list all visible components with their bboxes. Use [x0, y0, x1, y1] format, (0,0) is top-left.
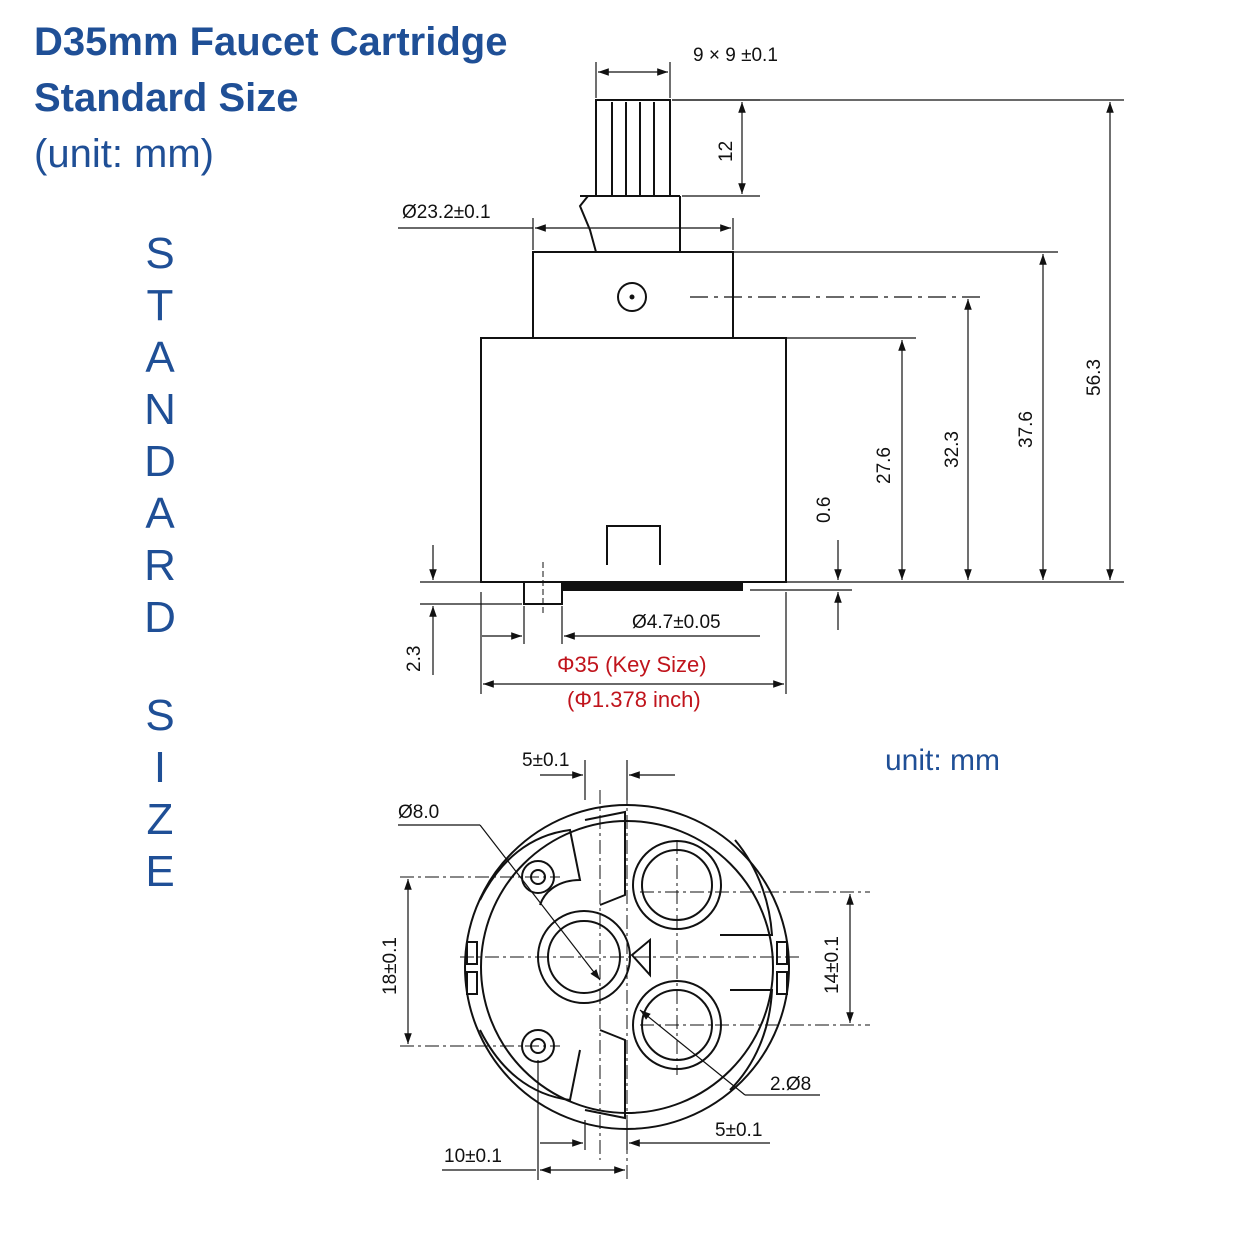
- dim-27-6-label: 27.6: [874, 447, 895, 484]
- title-line-1: D35mm Faucet Cartridge: [34, 20, 508, 64]
- stem-width-label: 9 × 9 ±0.1: [693, 45, 778, 66]
- letter: S: [145, 229, 175, 278]
- dim-18-label: 18±0.1: [380, 937, 401, 995]
- side-view-labels: 9 × 9 ±0.1 12 Ø23.2±0.1 56.3 37.6 32.3 2…: [402, 45, 1105, 712]
- dim-2-3-label: 2.3: [404, 646, 425, 672]
- body-diameter-label: Ø23.2±0.1: [402, 202, 491, 223]
- key-size-label: Φ35 (Key Size): [557, 652, 707, 677]
- dim-10-label: 10±0.1: [444, 1146, 502, 1167]
- letter: A: [145, 333, 175, 382]
- title-block: D35mm Faucet Cartridge Standard Size (un…: [34, 14, 507, 182]
- lower-body: [480, 337, 787, 583]
- title-line-2: Standard Size: [34, 76, 299, 120]
- unit-note: unit: mm: [885, 744, 1001, 777]
- letter: S: [145, 691, 175, 740]
- letter: D: [144, 593, 176, 642]
- dim-32-3-label: 32.3: [942, 431, 963, 468]
- letter: R: [144, 541, 176, 590]
- letter: N: [144, 385, 176, 434]
- letter: D: [144, 437, 176, 486]
- dim-bottom-5-label: 5±0.1: [715, 1120, 762, 1141]
- pin-diameter-8-label: Ø8.0: [398, 802, 439, 823]
- letter: I: [153, 743, 167, 792]
- bottom-view: [398, 760, 870, 1180]
- total-height-label: 56.3: [1084, 359, 1105, 396]
- letter: T: [146, 281, 174, 330]
- gasket: [561, 581, 743, 591]
- dim-top-5-label: 5±0.1: [522, 750, 569, 771]
- title-line-3: (unit: mm): [34, 132, 214, 176]
- stem: [578, 99, 681, 253]
- letter: E: [145, 847, 175, 896]
- key-size-inch-label: (Φ1.378 inch): [567, 687, 701, 712]
- dim-14-label: 14±0.1: [822, 936, 843, 994]
- vertical-label-size: S I Z E: [132, 690, 188, 898]
- letter: Z: [146, 795, 174, 844]
- port-diameter-label: 2.Ø8: [770, 1074, 811, 1095]
- bottom-view-labels: 5±0.1 Ø8.0 18±0.1 14±0.1 2.Ø8 5±0.1 10±0…: [380, 750, 843, 1167]
- letter: A: [145, 489, 175, 538]
- screw-hole: [617, 282, 647, 312]
- dim-0-6-label: 0.6: [814, 497, 835, 523]
- dim-37-6-label: 37.6: [1016, 411, 1037, 448]
- pin-diameter-label: Ø4.7±0.05: [632, 612, 721, 633]
- vertical-label-standard: S T A N D A R D: [132, 228, 188, 644]
- side-view: [398, 62, 1124, 694]
- stem-height-label: 12: [716, 141, 737, 162]
